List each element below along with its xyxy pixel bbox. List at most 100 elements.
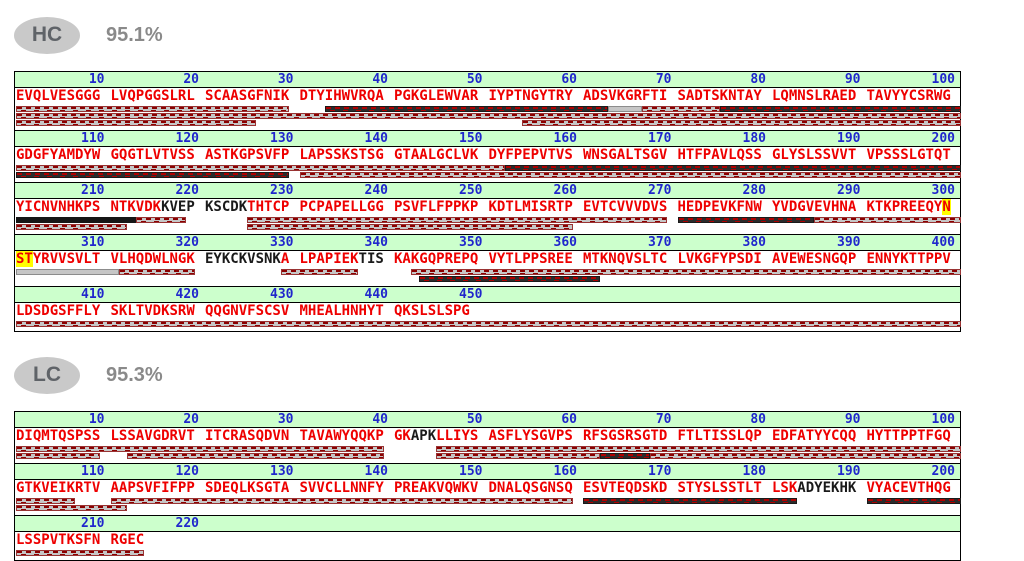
covered-residues: LSK: [772, 480, 798, 496]
covered-residues: LQMNSLRAED: [772, 88, 857, 104]
ruler-tick: 130: [270, 131, 294, 146]
ruler-tick: [393, 516, 488, 531]
coverage-segment: [505, 165, 961, 171]
ruler-tick: 260: [553, 183, 577, 198]
covered-residues: DYFPEPVTVS: [488, 147, 573, 163]
sequence-group: ASFLYSGVPS: [489, 429, 584, 444]
coverage-segment: [16, 446, 384, 452]
sequence-group: LAPSSKSTSG: [300, 148, 395, 163]
ruler-tick: 40: [372, 72, 388, 87]
coverage-segment: [16, 321, 961, 327]
covered-residues: DTYIHWVRQA: [299, 88, 384, 104]
sequence-group: EDFATYYCQQ: [772, 429, 867, 444]
sequence-group: EVQLVESGGG: [16, 89, 111, 104]
ruler-tick: 140: [364, 464, 388, 479]
covered-residues: SKLTVDKSRW: [110, 303, 195, 319]
ruler-tick: 60: [561, 72, 577, 87]
coverage-segment: [16, 120, 256, 126]
sequence-group: SDEQLKSGTA: [205, 481, 300, 496]
sequence-group: LSSPVTKSFN: [16, 533, 111, 548]
ruler-tick: 100: [931, 412, 955, 427]
sequence-group: SCAASGFNIK: [205, 89, 300, 104]
covered-residues: AAPSVFIFPP: [110, 480, 195, 496]
ruler-tick: 170: [648, 464, 672, 479]
sequence-group: IYPTNGYTRY: [489, 89, 584, 104]
sequence-group: PGKGLEWVAR: [394, 89, 489, 104]
covered-residues: ASTKGPSVFP: [205, 147, 290, 163]
coverage-segment: [608, 106, 642, 112]
ruler-tick: 390: [837, 235, 861, 250]
covered-residues: LDSDGSFFLY: [16, 303, 101, 319]
ruler-tick: [771, 287, 866, 302]
ruler-tick: 200: [931, 464, 955, 479]
sequence-group: RFSGSRSGTD: [583, 429, 678, 444]
ruler-tick: 100: [931, 72, 955, 87]
covered-residues: HEDPEVKFNW: [677, 199, 762, 215]
ruler-tick: 330: [270, 235, 294, 250]
coverage-track: [16, 453, 961, 459]
sequence-group: TAVYYCSRWG: [867, 89, 962, 104]
coverage-track: [16, 106, 961, 112]
coverage-segment: [677, 217, 815, 223]
ruler-tick: 70: [655, 412, 672, 427]
covered-residues: NTKVDK: [110, 199, 162, 215]
covered-residues: ITCRASQDVN: [205, 428, 290, 444]
coverage-segment: [583, 498, 798, 504]
ruler-tick: 120: [175, 464, 199, 479]
ruler-tick: 360: [553, 235, 577, 250]
sequence-group: ITCRASQDVN: [205, 429, 300, 444]
ruler-tick: 80: [750, 412, 766, 427]
ruler-tick: 80: [750, 72, 766, 87]
ruler-tick: 150: [459, 131, 483, 146]
sequence-group: EYKCKVSNKA: [205, 252, 300, 267]
covered-residues: LSSAVGDRVT: [110, 428, 195, 444]
ruler-tick: 170: [648, 131, 672, 146]
coverage-segment: [16, 550, 145, 556]
ruler-tick: 440: [364, 287, 388, 302]
uncovered-residues: EYKCKVSNK: [205, 251, 281, 267]
highlighted-residues: ST: [16, 251, 33, 267]
sequence-group: ASTKGPSVFP: [205, 148, 300, 163]
coverage-tracks: [16, 106, 961, 126]
covered-residues: KAKGQPREPQ: [394, 251, 479, 267]
sequence-group: SKLTVDKSRW: [111, 304, 206, 319]
ruler-tick: 20: [183, 412, 199, 427]
sequence-group: PREAKVQWKV: [394, 481, 489, 496]
ruler-tick: [299, 516, 394, 531]
sequence-group: KSCDKTHTCP: [205, 200, 300, 215]
coverage-track: [16, 120, 961, 126]
sequence-group: STYSLSSTLT: [678, 481, 773, 496]
coverage-track: [16, 550, 961, 556]
coverage-segment: [16, 217, 136, 223]
ruler-tick: 310: [81, 235, 105, 250]
covered-residues: FTLTISSLQP: [677, 428, 762, 444]
coverage-segment: [135, 217, 187, 223]
covered-residues: AVEWESNGQP: [772, 251, 857, 267]
uncovered-residues: KSCDK: [205, 199, 248, 215]
ruler-tick: 130: [270, 464, 294, 479]
sequence-group: FTLTISSLQP: [678, 429, 773, 444]
coverage-segment: [16, 113, 961, 119]
sequence-group: HTFPAVLQSS: [678, 148, 773, 163]
ruler-tick: 320: [175, 235, 199, 250]
covered-residues: RGEC: [110, 532, 145, 548]
coverage-track: [16, 321, 961, 327]
covered-residues: QKSLSLSPG: [394, 303, 470, 319]
covered-residues: GDGFYAMDYW: [16, 147, 101, 163]
ruler-tick: 410: [81, 287, 105, 302]
coverage-track: [16, 172, 961, 178]
coverage-segment: [719, 106, 961, 112]
sequence-group: KDTLMISRTP: [489, 200, 584, 215]
sequence-group: DNALQSGNSQ: [489, 481, 584, 496]
sequence-group: GQGTLVTVSS: [111, 148, 206, 163]
